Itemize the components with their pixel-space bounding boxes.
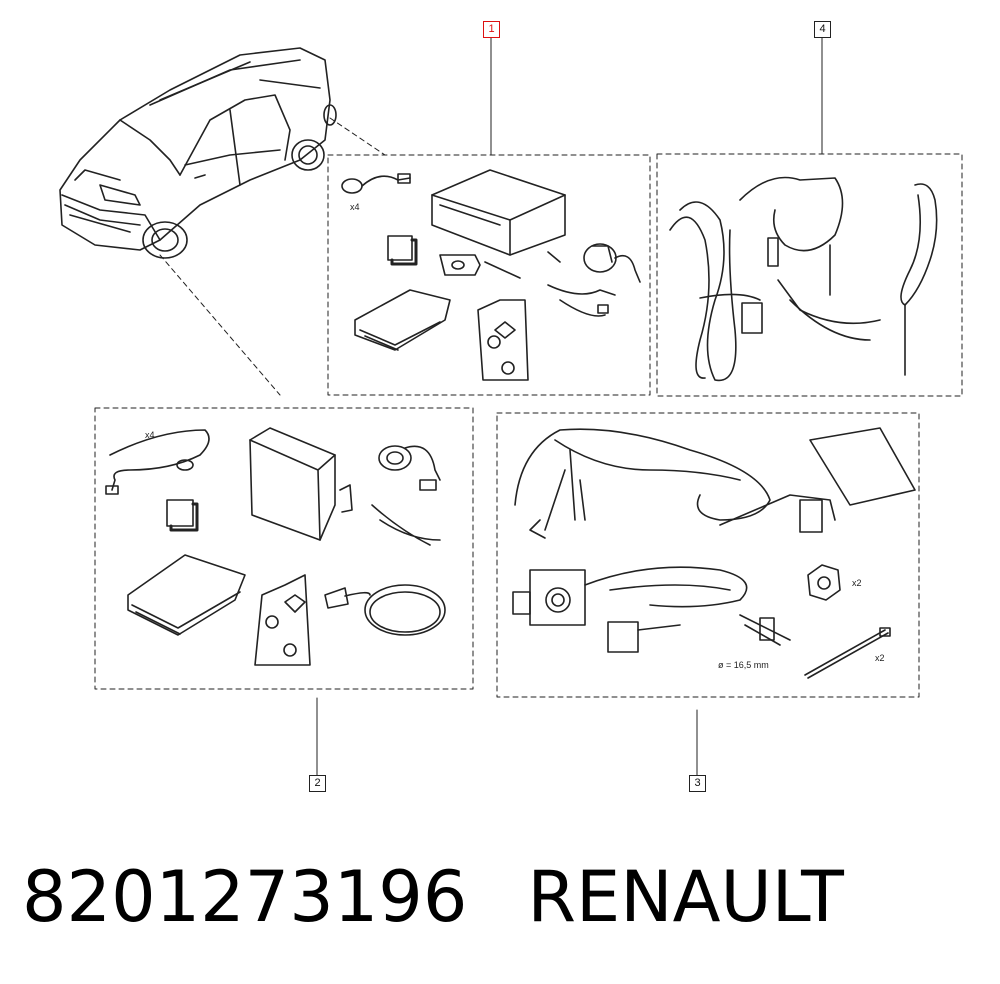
callout-4: 4 (814, 21, 831, 38)
kit3-drill-diameter: ø = 16,5 mm (718, 660, 769, 670)
kit3-tie-quantity: x2 (875, 653, 885, 663)
vehicle-illustration (59, 47, 337, 259)
kit-2-contents (105, 427, 446, 666)
kit-1-contents (341, 169, 641, 381)
callout-1: 1 (483, 21, 500, 38)
kit1-sensor-quantity: x4 (350, 202, 360, 212)
brand-name: RENAULT (527, 856, 844, 938)
callout-3: 3 (689, 775, 706, 792)
part-number: 8201273196 (22, 856, 468, 938)
kit3-nut-quantity: x2 (852, 578, 862, 588)
kit-4-contents (669, 176, 938, 382)
kit-3-contents (512, 427, 916, 679)
product-caption: 8201273196 RENAULT (22, 856, 904, 938)
kit2-sensor-quantity: x4 (145, 430, 155, 440)
callout-2: 2 (309, 775, 326, 792)
